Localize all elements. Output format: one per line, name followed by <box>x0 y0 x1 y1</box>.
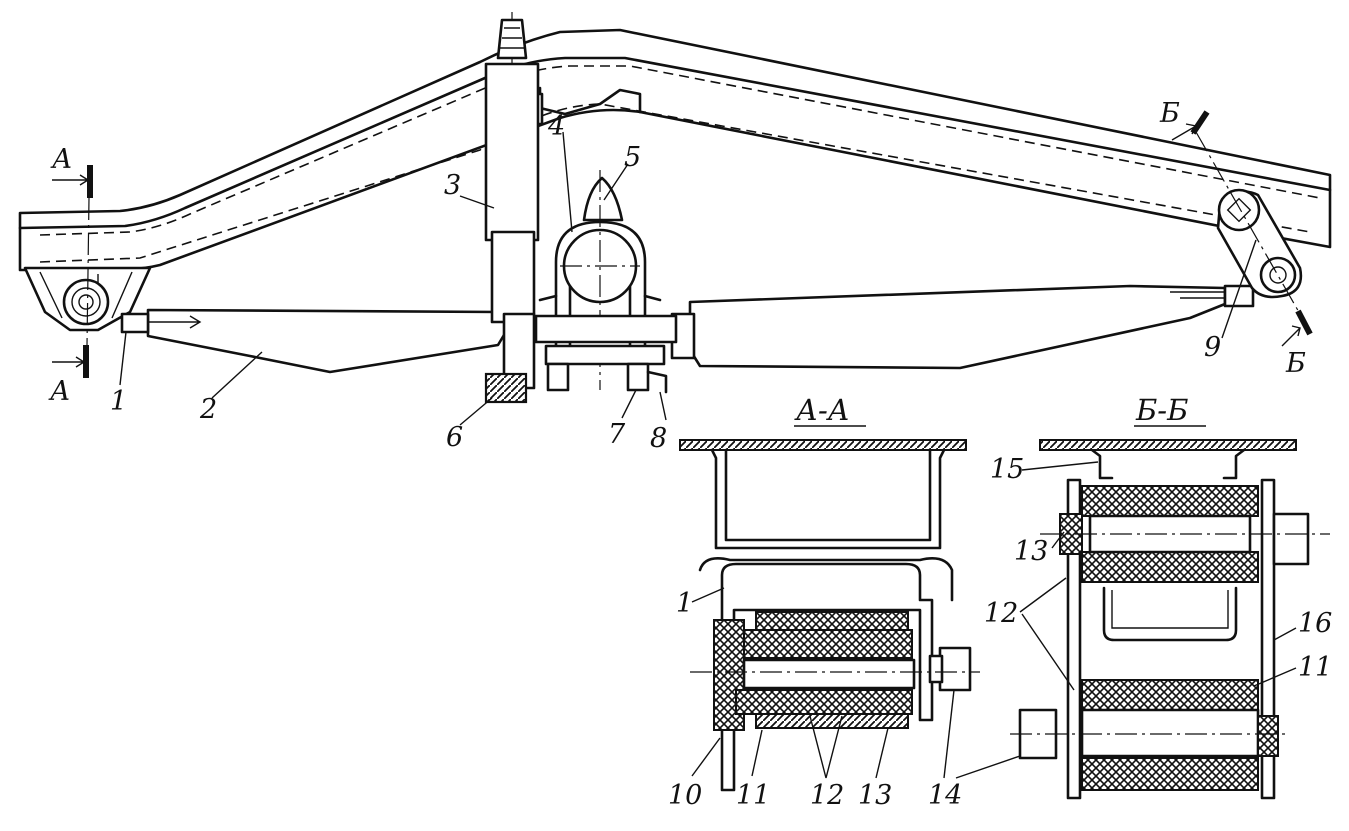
section-line-a <box>52 165 93 378</box>
callout-15: 15 <box>990 454 1024 485</box>
callout-11: 11 <box>736 780 770 811</box>
callout-1-section: 1 <box>676 588 693 619</box>
cut-mark-a-top: А <box>50 144 72 175</box>
callout-5: 5 <box>624 142 641 173</box>
callout-12: 12 <box>810 780 844 811</box>
callout-12-section-b: 12 <box>984 598 1018 629</box>
section-a-a <box>679 439 980 792</box>
callout-labels: 1 2 3 4 5 6 7 8 9 А А Б Б А-А Б-Б 1 10 1… <box>48 98 1332 811</box>
callout-4: 4 <box>547 111 565 142</box>
right-torsion-arm <box>670 284 1255 370</box>
callout-7: 7 <box>608 419 626 450</box>
callout-13-section-b: 13 <box>1014 536 1048 567</box>
rear-link-bracket <box>1216 188 1303 299</box>
callout-16: 16 <box>1298 608 1332 639</box>
callout-10: 10 <box>668 780 702 811</box>
section-title-b-b: Б-Б <box>1135 393 1188 427</box>
shock-absorber <box>484 12 540 404</box>
front-bracket <box>23 266 152 332</box>
callout-13: 13 <box>858 780 892 811</box>
left-torsion-arm <box>120 308 512 374</box>
section-line-b <box>1171 110 1313 347</box>
frame-side-member <box>18 28 1332 272</box>
cut-mark-a-bottom: А <box>48 376 70 407</box>
section-b-b <box>1010 439 1330 800</box>
callout-2: 2 <box>199 394 217 425</box>
cut-mark-b-top: Б <box>1159 98 1180 129</box>
callout-9: 9 <box>1204 332 1221 363</box>
callout-6: 6 <box>446 422 463 453</box>
section-title-a-a: А-А <box>794 393 850 427</box>
callout-11-section-b: 11 <box>1298 652 1332 683</box>
callout-3: 3 <box>444 170 461 201</box>
callout-8: 8 <box>650 423 667 454</box>
section-leaders <box>691 461 1297 779</box>
callout-14: 14 <box>928 780 962 811</box>
cut-mark-b-bottom: Б <box>1285 348 1306 379</box>
callout-1: 1 <box>110 386 127 417</box>
main-view-leaders <box>119 131 1257 426</box>
axle-clamp <box>534 170 678 394</box>
